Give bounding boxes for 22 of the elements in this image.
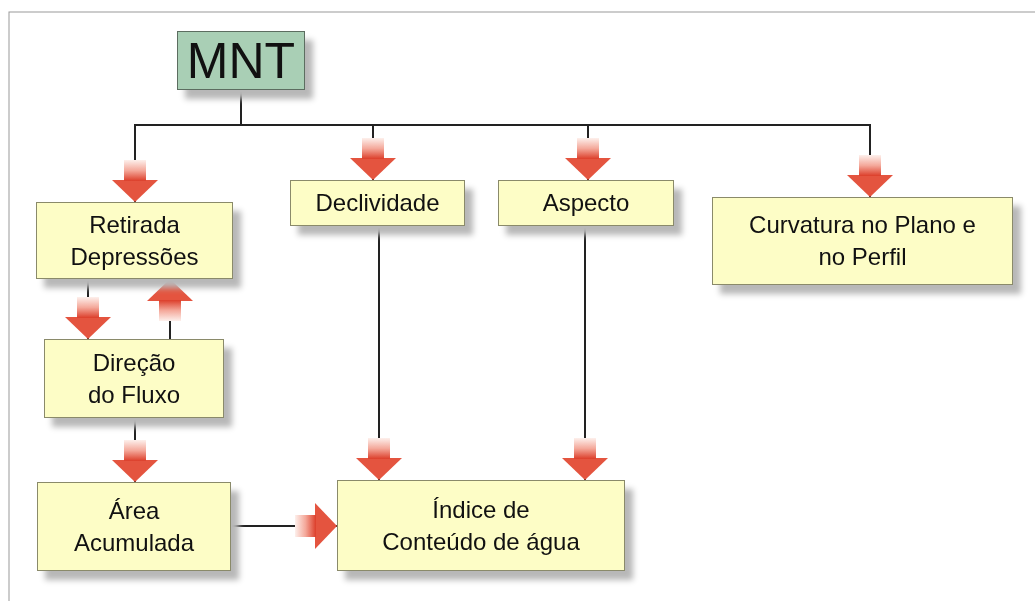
arrow	[112, 417, 158, 483]
arrow	[65, 278, 111, 340]
process-box	[37, 482, 231, 571]
box-label: Direção do Fluxo	[86, 347, 182, 410]
process-box	[177, 31, 305, 90]
arrow	[230, 503, 338, 549]
process-box	[290, 180, 465, 226]
box-label: Área Acumulada	[72, 495, 196, 558]
box-label: Retirada Depressões	[69, 209, 200, 272]
arrow	[147, 278, 193, 340]
process-box	[36, 202, 233, 279]
process-box	[44, 339, 224, 418]
arrow	[356, 225, 402, 481]
arrow	[562, 225, 608, 481]
process-box	[337, 480, 625, 571]
box-label: MNT	[186, 32, 296, 89]
box-label: Declividade	[315, 188, 440, 218]
process-box	[712, 197, 1013, 285]
box-label: Índice de Conteúdo de água	[381, 494, 581, 557]
process-box	[498, 180, 674, 226]
box-label: Aspecto	[542, 188, 630, 218]
box-label: Curvatura no Plano e no Perfil	[748, 210, 977, 272]
